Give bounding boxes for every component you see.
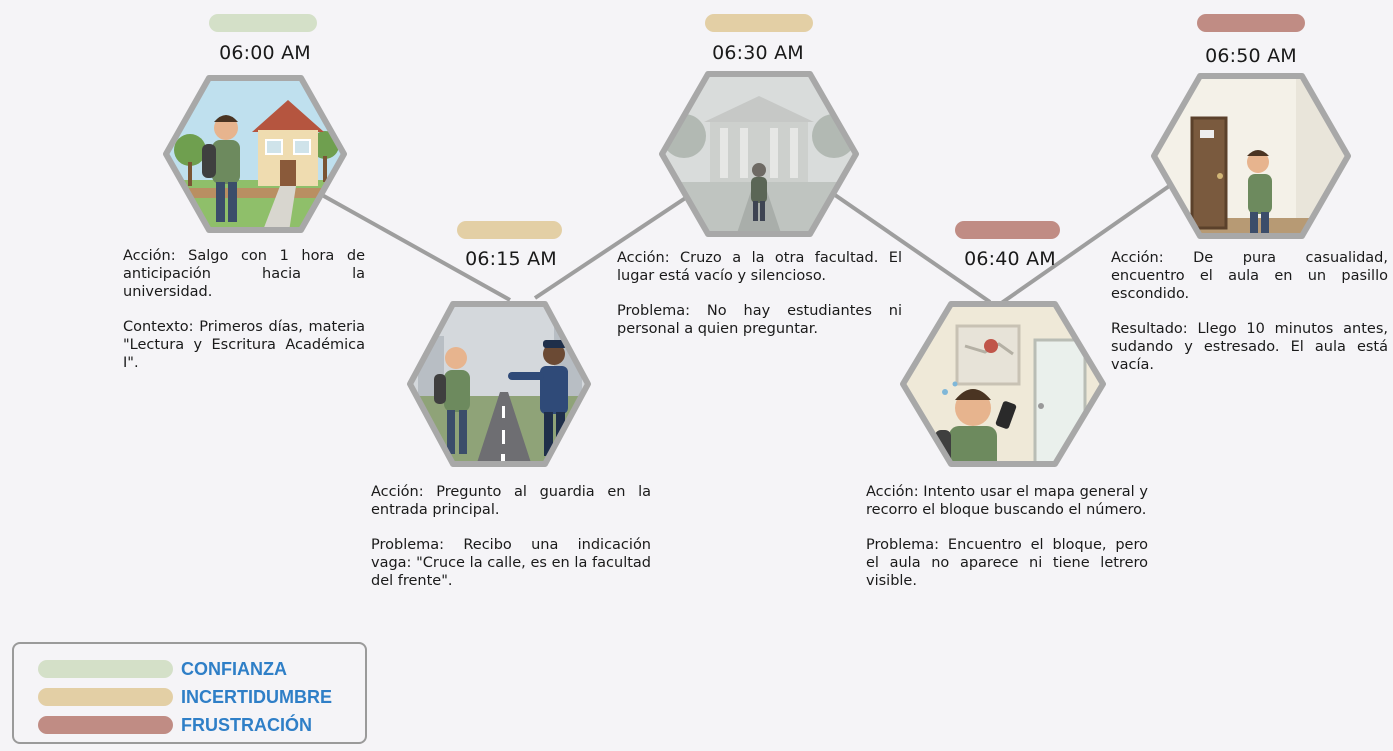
legend-item-incertidumbre: INCERTIDUMBRE [38,686,332,708]
step-2-problem: Problema: Recibo una indicación vaga: "C… [371,537,651,589]
step-2-description: Acción: Pregunto al guardia en la entrad… [371,483,651,607]
step-3-problem: Problema: No hay estudiantes ni personal… [617,303,902,337]
step-1-time: 06:00 AM [219,42,311,64]
emotion-pill-step-1 [209,14,317,32]
legend-swatch-confianza [38,660,173,678]
emotion-pill-step-3 [705,14,813,32]
emotion-legend: CONFIANZA INCERTIDUMBRE FRUSTRACIÓN [12,642,367,744]
step-4-time: 06:40 AM [964,248,1056,270]
student-finding-classroom-illustration [1151,73,1351,239]
student-leaving-house-illustration [163,75,347,233]
step-3-action: Acción: Cruzo a la otra facultad. El lug… [617,250,902,284]
legend-swatch-incertidumbre [38,688,173,706]
step-4-problem: Problema: Encuentro el bloque, pero el a… [866,537,1148,589]
step-4-description: Acción: Intento usar el mapa general y r… [866,483,1148,607]
connector-1-2 [321,193,511,302]
step-2-action: Acción: Pregunto al guardia en la entrad… [371,484,651,518]
step-5-result: Resultado: Llego 10 minutos antes, sudan… [1111,321,1388,373]
connector-3-4 [833,193,992,304]
step-3-time: 06:30 AM [712,42,804,64]
step-5-description: Acción: De pura casualidad, encuentro el… [1111,249,1388,391]
emotion-pill-step-4 [955,221,1060,239]
legend-swatch-frustracion [38,716,173,734]
emotion-pill-step-2 [457,221,562,239]
legend-item-confianza: CONFIANZA [38,658,287,680]
step-4-action: Acción: Intento usar el mapa general y r… [866,484,1148,518]
emotion-pill-step-5 [1197,14,1305,32]
step-3-description: Acción: Cruzo a la otra facultad. El lug… [617,249,902,355]
step-1-description: Acción: Salgo con 1 hora de anticipación… [123,247,365,389]
legend-item-frustracion: FRUSTRACIÓN [38,714,312,736]
legend-label-incertidumbre: INCERTIDUMBRE [181,686,332,707]
step-2-time: 06:15 AM [465,248,557,270]
student-checking-map-illustration [900,301,1106,467]
student-asking-guard-illustration [407,301,591,467]
empty-faculty-building-illustration [659,71,859,237]
step-5-time: 06:50 AM [1205,45,1297,67]
legend-label-frustracion: FRUSTRACIÓN [181,714,312,735]
step-5-action: Acción: De pura casualidad, encuentro el… [1111,250,1388,302]
step-1-action: Acción: Salgo con 1 hora de anticipación… [123,248,365,300]
connector-4-5 [998,180,1177,306]
connector-2-3 [533,193,692,300]
step-1-context: Contexto: Primeros días, materia "Lectur… [123,319,365,371]
legend-label-confianza: CONFIANZA [181,658,287,679]
